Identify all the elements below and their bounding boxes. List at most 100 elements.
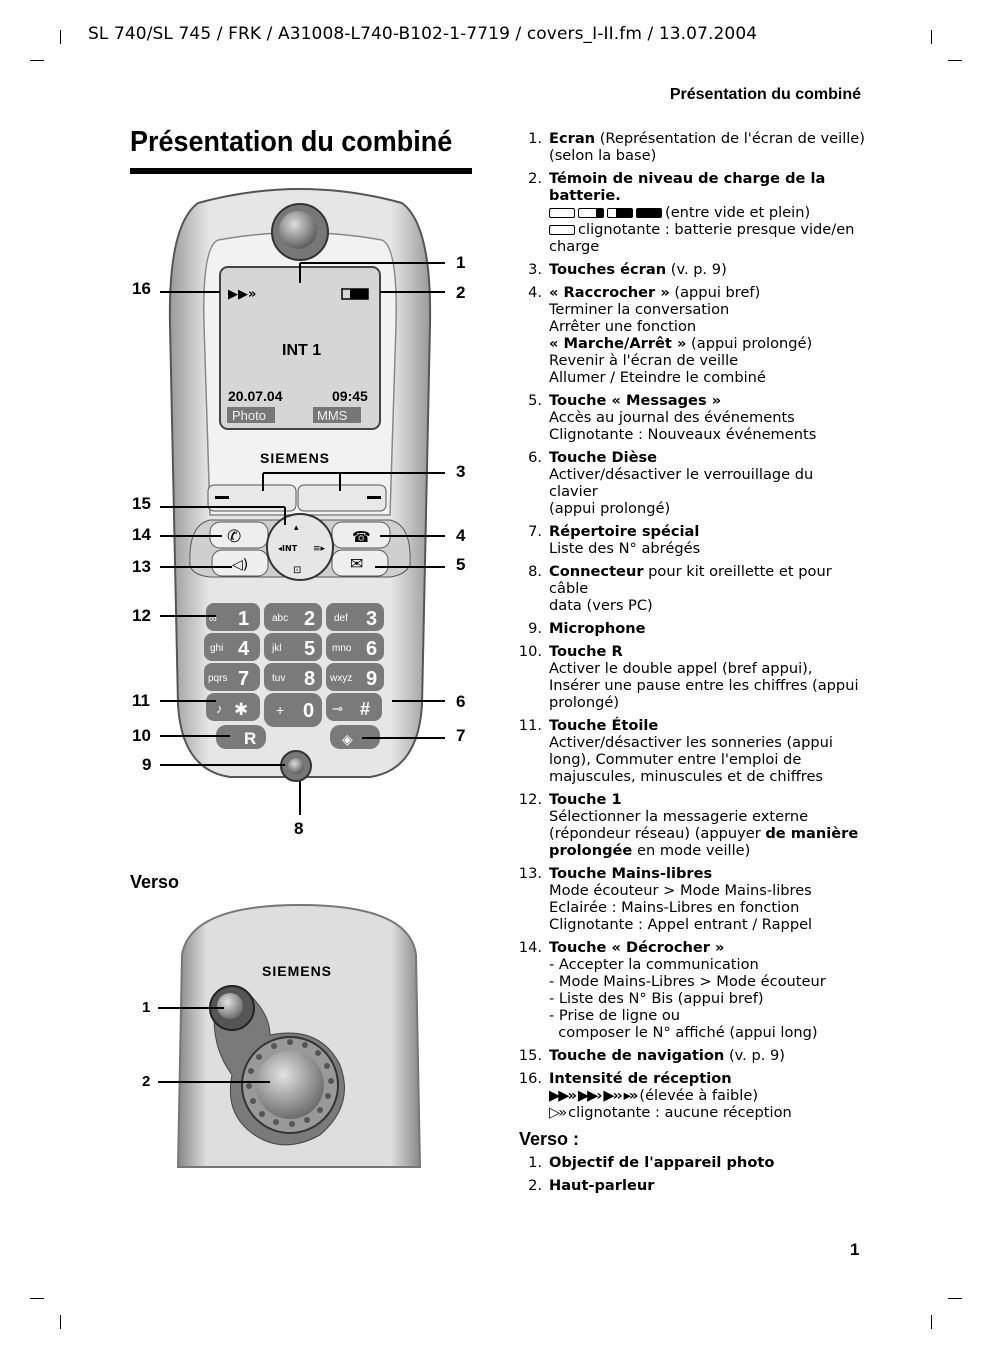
- bell-icon: ♪: [216, 701, 223, 716]
- item-title: Touches écran: [549, 261, 666, 278]
- key-digit: 3: [366, 608, 377, 630]
- item-title: « Raccrocher »: [549, 284, 670, 301]
- key-0-digit: 0: [303, 700, 314, 722]
- item-title: Touche de navigation: [549, 1047, 724, 1064]
- title-rule: [130, 168, 472, 174]
- list-item: 13. Touche Mains-libres Mode écouteur > …: [515, 865, 865, 933]
- key-letters: pqrs: [208, 673, 227, 684]
- back-callout-2: 2: [142, 1073, 150, 1090]
- item-number: 13.: [515, 865, 542, 882]
- item-number: 4.: [515, 284, 542, 301]
- item-line: Activer/désactiver les sonneries (appui: [549, 734, 865, 751]
- handset-back-illustration: SIEMENS: [120, 895, 450, 1175]
- key-digit: 8: [304, 668, 315, 690]
- item-line: Insérer une pause entre les chiffres (ap…: [549, 677, 865, 694]
- item-title: Microphone: [549, 620, 646, 637]
- back-brand-logo: SIEMENS: [262, 963, 332, 979]
- voicemail-icon: ∞: [209, 613, 217, 625]
- callout-2: 2: [456, 283, 465, 303]
- item-line: (selon la base): [549, 147, 865, 164]
- item-line: Terminer la conversation: [549, 301, 865, 318]
- nav-phonebook-icon: ⊡: [293, 565, 301, 576]
- signal-good-icon: ▶▶›: [578, 1087, 600, 1104]
- list-item: 11. Touche Étoile Activer/désactiver les…: [515, 717, 865, 785]
- item-line: Revenir à l'écran de veille: [549, 352, 865, 369]
- battery-low-icon: [578, 208, 604, 218]
- crop-mark: [931, 1315, 932, 1329]
- item-number: 1.: [515, 130, 542, 147]
- item-number: 11.: [515, 717, 542, 734]
- key-letters: def: [334, 613, 348, 624]
- phone-handset-icon: ✆: [227, 527, 241, 547]
- item-number: 9.: [515, 620, 542, 637]
- item-line: Sélectionner la messagerie externe: [549, 808, 865, 825]
- list-item: 10. Touche R Activer le double appel (br…: [515, 643, 865, 711]
- back-callout-1: 1: [142, 999, 150, 1016]
- item-title: Touche « Messages »: [549, 392, 721, 409]
- callout-1: 1: [456, 253, 465, 273]
- key-lock-icon: ⊸: [332, 701, 343, 716]
- brand-logo: SIEMENS: [260, 450, 330, 466]
- callout-14: 14: [132, 525, 151, 545]
- battery-empty-icon: [549, 225, 575, 235]
- callout-15: 15: [132, 494, 151, 514]
- callout-6: 6: [456, 692, 465, 712]
- item-title: Objectif de l'appareil photo: [549, 1154, 774, 1171]
- callout-13: 13: [132, 557, 151, 577]
- item-line: Arrêter une fonction: [549, 318, 865, 335]
- item-title: Touche « Décrocher »: [549, 939, 725, 956]
- speaker-icon: ◁): [232, 557, 248, 573]
- item-text: en mode veille): [632, 842, 750, 859]
- legend-list: 1. Ecran (Représentation de l'écran de v…: [515, 130, 865, 1200]
- item-line: (entre vide et plein): [665, 204, 810, 221]
- item-line: Mode écouteur > Mode Mains-libres: [549, 882, 865, 899]
- key-r-label: R: [244, 729, 256, 748]
- item-emphasis: de manière: [765, 825, 858, 842]
- screen-idle-text: INT 1: [282, 342, 321, 359]
- item-line: - Prise de ligne ou: [549, 1007, 865, 1024]
- item-number: 14.: [515, 939, 542, 956]
- key-star[interactable]: [206, 693, 260, 721]
- battery-empty-icon: [549, 208, 575, 218]
- key-digit: 9: [366, 668, 377, 690]
- item-number: 3.: [515, 261, 542, 278]
- screen-time: 09:45: [332, 388, 368, 404]
- item-title: Touche 1: [549, 791, 622, 808]
- signal-glyph: ▶▶»: [228, 287, 256, 302]
- item-line: charge: [549, 238, 865, 255]
- item-line: Allumer / Eteindre le combiné: [549, 369, 865, 386]
- item-text: (appui prolongé): [686, 335, 812, 352]
- signal-weak-icon: ▸»: [624, 1087, 637, 1104]
- handset-front-figure: ▶▶» INT 1 20.07.04 09:45 Photo MMS SIEME…: [120, 185, 480, 845]
- key-digit: 7: [238, 668, 249, 690]
- item-title: Touche Étoile: [549, 717, 658, 734]
- list-item: 9. Microphone: [515, 620, 865, 637]
- item-title: Touche Mains-libres: [549, 865, 712, 882]
- key-letters: jkl: [271, 643, 281, 654]
- page-number: 1: [850, 1240, 859, 1260]
- item-line: (appui prolongé): [549, 500, 865, 517]
- callout-7: 7: [456, 726, 465, 746]
- item-line: Eclairée : Mains-Libres en fonction: [549, 899, 865, 916]
- handset-illustration: ▶▶» INT 1 20.07.04 09:45 Photo MMS SIEME…: [120, 185, 480, 845]
- item-line: clignotante : batterie presque vide/en: [578, 221, 854, 238]
- callout-4: 4: [456, 526, 465, 546]
- nav-menu-icon: ≡▸: [313, 544, 326, 554]
- screen-date: 20.07.04: [228, 388, 283, 404]
- verso-section-heading: Verso :: [519, 1131, 865, 1148]
- callout-8: 8: [294, 819, 303, 839]
- key-digit: 5: [304, 638, 315, 660]
- item-number: 16.: [515, 1070, 542, 1087]
- key-letters: ghi: [210, 643, 223, 654]
- item-number: 2.: [515, 1177, 542, 1194]
- crop-mark: [30, 1298, 44, 1299]
- callout-16: 16: [132, 279, 151, 299]
- key-digit: 4: [238, 638, 250, 660]
- item-number: 8.: [515, 563, 542, 580]
- item-number: 2.: [515, 170, 542, 187]
- verso-heading: Verso: [130, 872, 179, 893]
- crop-mark: [30, 60, 44, 61]
- item-title: Touche Dièse: [549, 449, 657, 466]
- item-line: prolongé): [549, 694, 865, 711]
- item-number: 5.: [515, 392, 542, 409]
